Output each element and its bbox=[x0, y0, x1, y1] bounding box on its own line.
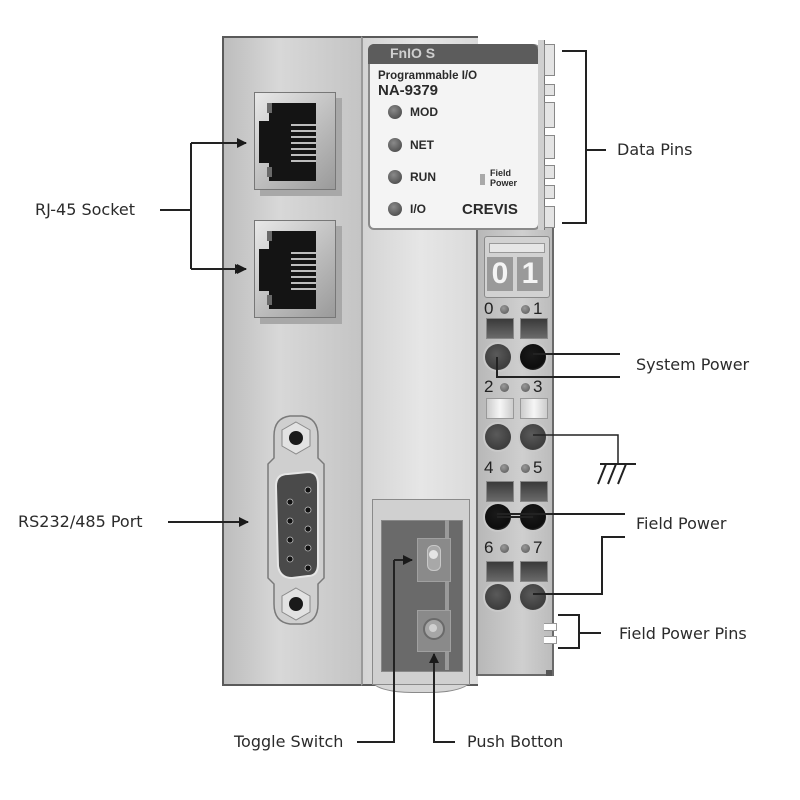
terminal-led-1 bbox=[521, 305, 530, 314]
run-led-label: RUN bbox=[410, 170, 436, 184]
terminal-number-3: 3 bbox=[533, 377, 543, 396]
terminal-number-4: 4 bbox=[484, 458, 494, 477]
wire-release-1[interactable] bbox=[520, 318, 548, 339]
wire-release-7[interactable] bbox=[520, 561, 548, 582]
field-power-leader-line bbox=[497, 513, 625, 595]
system-power-leader-line bbox=[496, 353, 620, 378]
terminal-6[interactable] bbox=[485, 584, 511, 610]
net-led bbox=[388, 138, 402, 152]
push-button-label: Push Botton bbox=[467, 732, 564, 751]
rj45-socket-bottom[interactable] bbox=[254, 220, 336, 318]
terminal-led-6 bbox=[500, 544, 509, 553]
data-pins-label: Data Pins bbox=[617, 140, 693, 159]
terminal-led-2 bbox=[500, 383, 509, 392]
terminal-led-4 bbox=[500, 464, 509, 473]
wire-release-5[interactable] bbox=[520, 481, 548, 502]
terminal-number-6: 6 bbox=[484, 538, 494, 557]
rs232-port-label: RS232/485 Port bbox=[18, 512, 143, 531]
push-button-leader-line bbox=[433, 660, 455, 743]
mod-led bbox=[388, 105, 402, 119]
system-power-label: System Power bbox=[636, 355, 750, 374]
wire-release-3[interactable] bbox=[520, 398, 548, 419]
terminal-7[interactable] bbox=[520, 584, 546, 610]
field-power-indicator-icon bbox=[480, 174, 485, 185]
rj45-socket-label: RJ-45 Socket bbox=[35, 200, 136, 219]
terminal-number-1: 1 bbox=[533, 299, 543, 318]
io-led bbox=[388, 202, 402, 216]
channel-display: 0 1 bbox=[484, 236, 550, 298]
product-type: Programmable I/O bbox=[378, 70, 478, 82]
ground-leader-line bbox=[533, 434, 619, 463]
terminal-led-7 bbox=[521, 544, 530, 553]
terminal-led-0 bbox=[500, 305, 509, 314]
wire-release-0[interactable] bbox=[486, 318, 514, 339]
toggle-switch-leader-line bbox=[357, 560, 395, 743]
run-led bbox=[388, 170, 402, 184]
push-button[interactable] bbox=[417, 610, 451, 652]
series-tab-text: FnIO S bbox=[390, 45, 436, 61]
terminal-number-0: 0 bbox=[484, 299, 494, 318]
terminal-number-5: 5 bbox=[533, 458, 543, 477]
wire-release-4[interactable] bbox=[486, 481, 514, 502]
mod-led-label: MOD bbox=[410, 105, 438, 119]
terminal-led-3 bbox=[521, 383, 530, 392]
data-pins-bracket bbox=[562, 50, 606, 224]
toggle-switch[interactable] bbox=[417, 538, 451, 582]
field-power-pins-bracket bbox=[558, 614, 601, 649]
field-power-label: Field Power bbox=[636, 514, 727, 533]
rj45-socket-top[interactable] bbox=[254, 92, 336, 190]
net-led-label: NET bbox=[410, 138, 434, 152]
ground-symbol-icon bbox=[597, 463, 636, 485]
terminal-3[interactable] bbox=[520, 424, 546, 450]
wire-release-2[interactable] bbox=[486, 398, 514, 419]
field-power-pins-label: Field Power Pins bbox=[619, 624, 747, 643]
io-led-label: I/O bbox=[410, 202, 427, 216]
brand-logo: CREVIS bbox=[462, 201, 518, 218]
label-panel: FnIO S Programmable I/O NA-9379 MOD NET … bbox=[368, 44, 540, 230]
terminal-2[interactable] bbox=[485, 424, 511, 450]
terminal-led-5 bbox=[521, 464, 530, 473]
field-power-pins bbox=[544, 620, 558, 680]
field-power-indicator-line1: Field bbox=[490, 168, 512, 178]
terminal-number-2: 2 bbox=[484, 377, 494, 396]
series-tab: FnIO S bbox=[368, 44, 538, 64]
data-pins bbox=[538, 40, 556, 230]
rs232-485-port[interactable] bbox=[252, 408, 340, 628]
rj45-leader-line bbox=[160, 142, 244, 269]
channel-digit-0: 0 bbox=[487, 257, 513, 291]
terminal-number-7: 7 bbox=[533, 538, 543, 557]
toggle-switch-label: Toggle Switch bbox=[234, 732, 344, 751]
wire-release-6[interactable] bbox=[486, 561, 514, 582]
model-number: NA-9379 bbox=[378, 82, 439, 99]
field-power-indicator-line2: Power bbox=[490, 178, 518, 188]
channel-digit-1: 1 bbox=[517, 257, 543, 291]
terminal-1[interactable] bbox=[520, 344, 546, 370]
